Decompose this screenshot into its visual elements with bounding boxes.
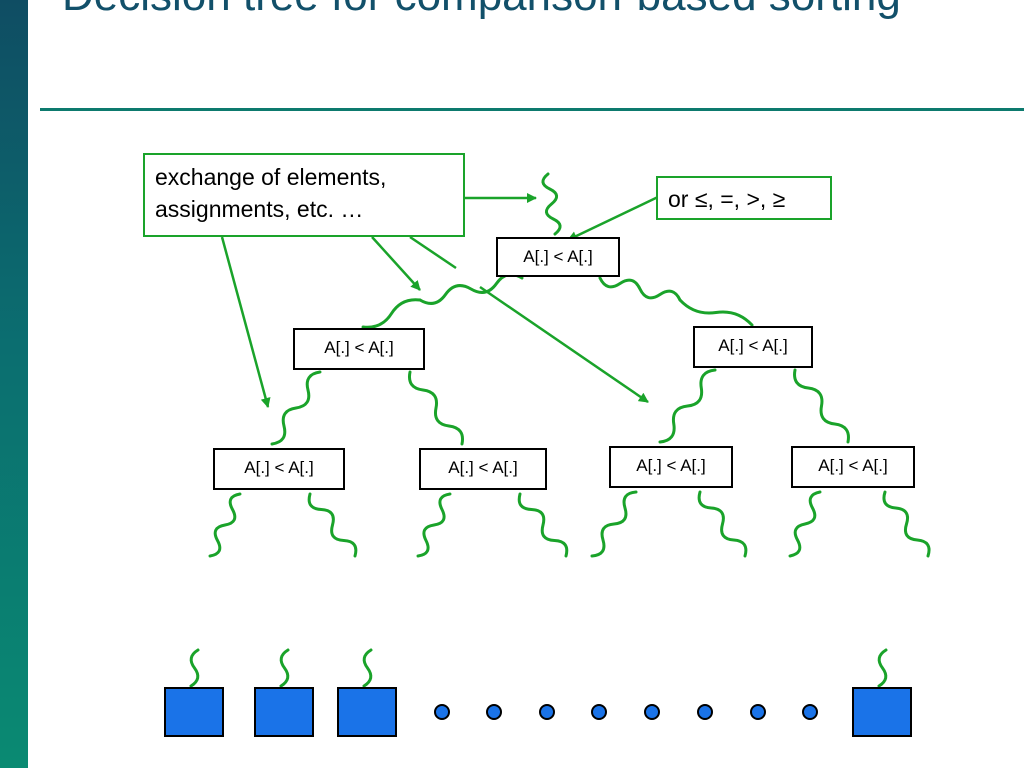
squiggle-edge	[408, 370, 464, 446]
squiggle-edge	[362, 648, 373, 688]
leaf-square	[337, 687, 397, 737]
squiggle-edge	[270, 370, 322, 446]
ellipsis-dot	[539, 704, 555, 720]
leaf-level-comparison-node: A[.] < A[.]	[791, 446, 915, 488]
squiggle-edge	[307, 492, 358, 558]
squiggle-edge	[208, 492, 242, 558]
squiggle-edge	[788, 490, 822, 558]
squiggle-edge	[658, 368, 717, 444]
annotation-arrow	[371, 236, 421, 291]
annotation-arrow	[479, 285, 649, 404]
root-comparison-node: A[.] < A[.]	[496, 237, 620, 277]
leaf-level-comparison-node: A[.] < A[.]	[609, 446, 733, 488]
ellipsis-dot	[644, 704, 660, 720]
ellipsis-dot	[750, 704, 766, 720]
leaf-level-comparison-node: A[.] < A[.]	[213, 448, 345, 490]
exchange-annotation-line1: exchange of elements,	[155, 164, 387, 190]
leaf-square	[164, 687, 224, 737]
exchange-annotation-box: exchange of elements, assignments, etc. …	[143, 153, 465, 237]
annotation-arrow	[220, 236, 271, 408]
squiggle-edge	[793, 368, 850, 444]
ellipsis-dot	[434, 704, 450, 720]
leaf-square	[852, 687, 912, 737]
slide-title: Decision tree for comparison-based sorti…	[62, 0, 1002, 26]
squiggle-edge	[361, 298, 422, 329]
ellipsis-dot	[697, 704, 713, 720]
squiggle-edge	[517, 492, 569, 558]
squiggle-edge	[416, 492, 452, 558]
left-accent-bar	[0, 0, 28, 768]
annotation-arrow	[567, 194, 661, 242]
squiggle-edge	[279, 648, 290, 688]
squiggle-edge	[189, 648, 200, 688]
squiggle-edge	[541, 172, 562, 236]
squiggle-edge	[882, 490, 931, 558]
squiggle-edge	[418, 273, 524, 305]
right-comparison-node: A[.] < A[.]	[693, 326, 813, 368]
annotation-arrow	[409, 235, 457, 270]
left-comparison-node: A[.] < A[.]	[293, 328, 425, 370]
squiggle-edge	[678, 298, 754, 327]
squiggle-edge	[598, 276, 682, 302]
squiggle-edge	[697, 490, 748, 558]
leaf-level-comparison-node: A[.] < A[.]	[419, 448, 547, 490]
ellipsis-dot	[591, 704, 607, 720]
operators-annotation-box: or ≤, =, >, ≥	[656, 176, 832, 220]
ellipsis-dot	[802, 704, 818, 720]
title-divider	[40, 108, 1024, 111]
squiggle-edge	[877, 648, 888, 688]
leaf-square	[254, 687, 314, 737]
exchange-annotation-line2: assignments, etc. …	[155, 196, 364, 222]
squiggle-edge	[590, 490, 638, 558]
ellipsis-dot	[486, 704, 502, 720]
